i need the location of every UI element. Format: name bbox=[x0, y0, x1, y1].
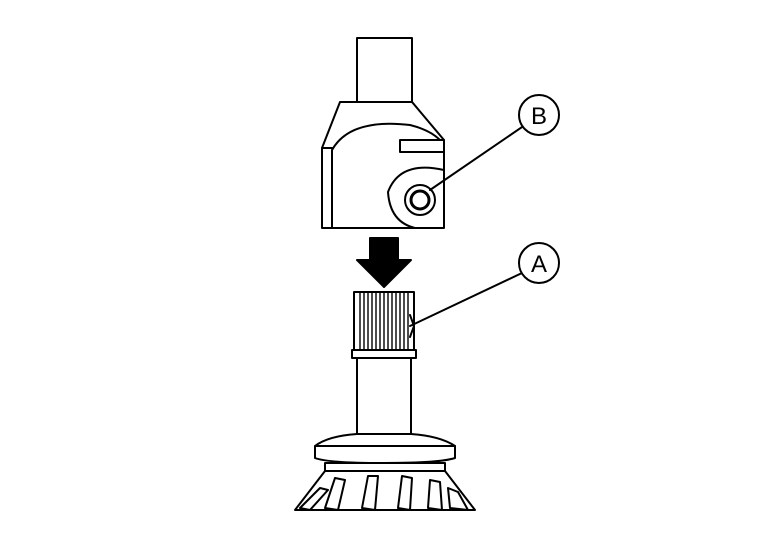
spline-teeth bbox=[359, 292, 409, 350]
gear-teeth bbox=[299, 475, 469, 511]
yoke-tube bbox=[356, 37, 413, 103]
callout-a-label: A bbox=[531, 251, 547, 278]
shaft-base-flange bbox=[314, 433, 456, 464]
down-arrow-icon bbox=[356, 237, 412, 288]
callout-b-circle bbox=[518, 94, 560, 136]
yoke bbox=[321, 37, 445, 229]
spline-groove bbox=[409, 314, 415, 338]
pinch-bolt-inner bbox=[409, 189, 431, 211]
yoke-boss bbox=[387, 166, 445, 229]
flange-band bbox=[324, 462, 446, 472]
shaft-neck bbox=[356, 357, 412, 435]
bevel-gear bbox=[294, 470, 476, 511]
leader-line-a bbox=[409, 272, 523, 327]
yoke-slot bbox=[399, 139, 445, 153]
callout-a-circle bbox=[518, 242, 560, 284]
callout-b-label: B bbox=[531, 103, 547, 130]
leader-line-b bbox=[429, 124, 526, 191]
splined-shaft bbox=[314, 291, 456, 472]
yoke-ear-arc bbox=[331, 122, 441, 229]
shaft-collar bbox=[351, 349, 417, 359]
